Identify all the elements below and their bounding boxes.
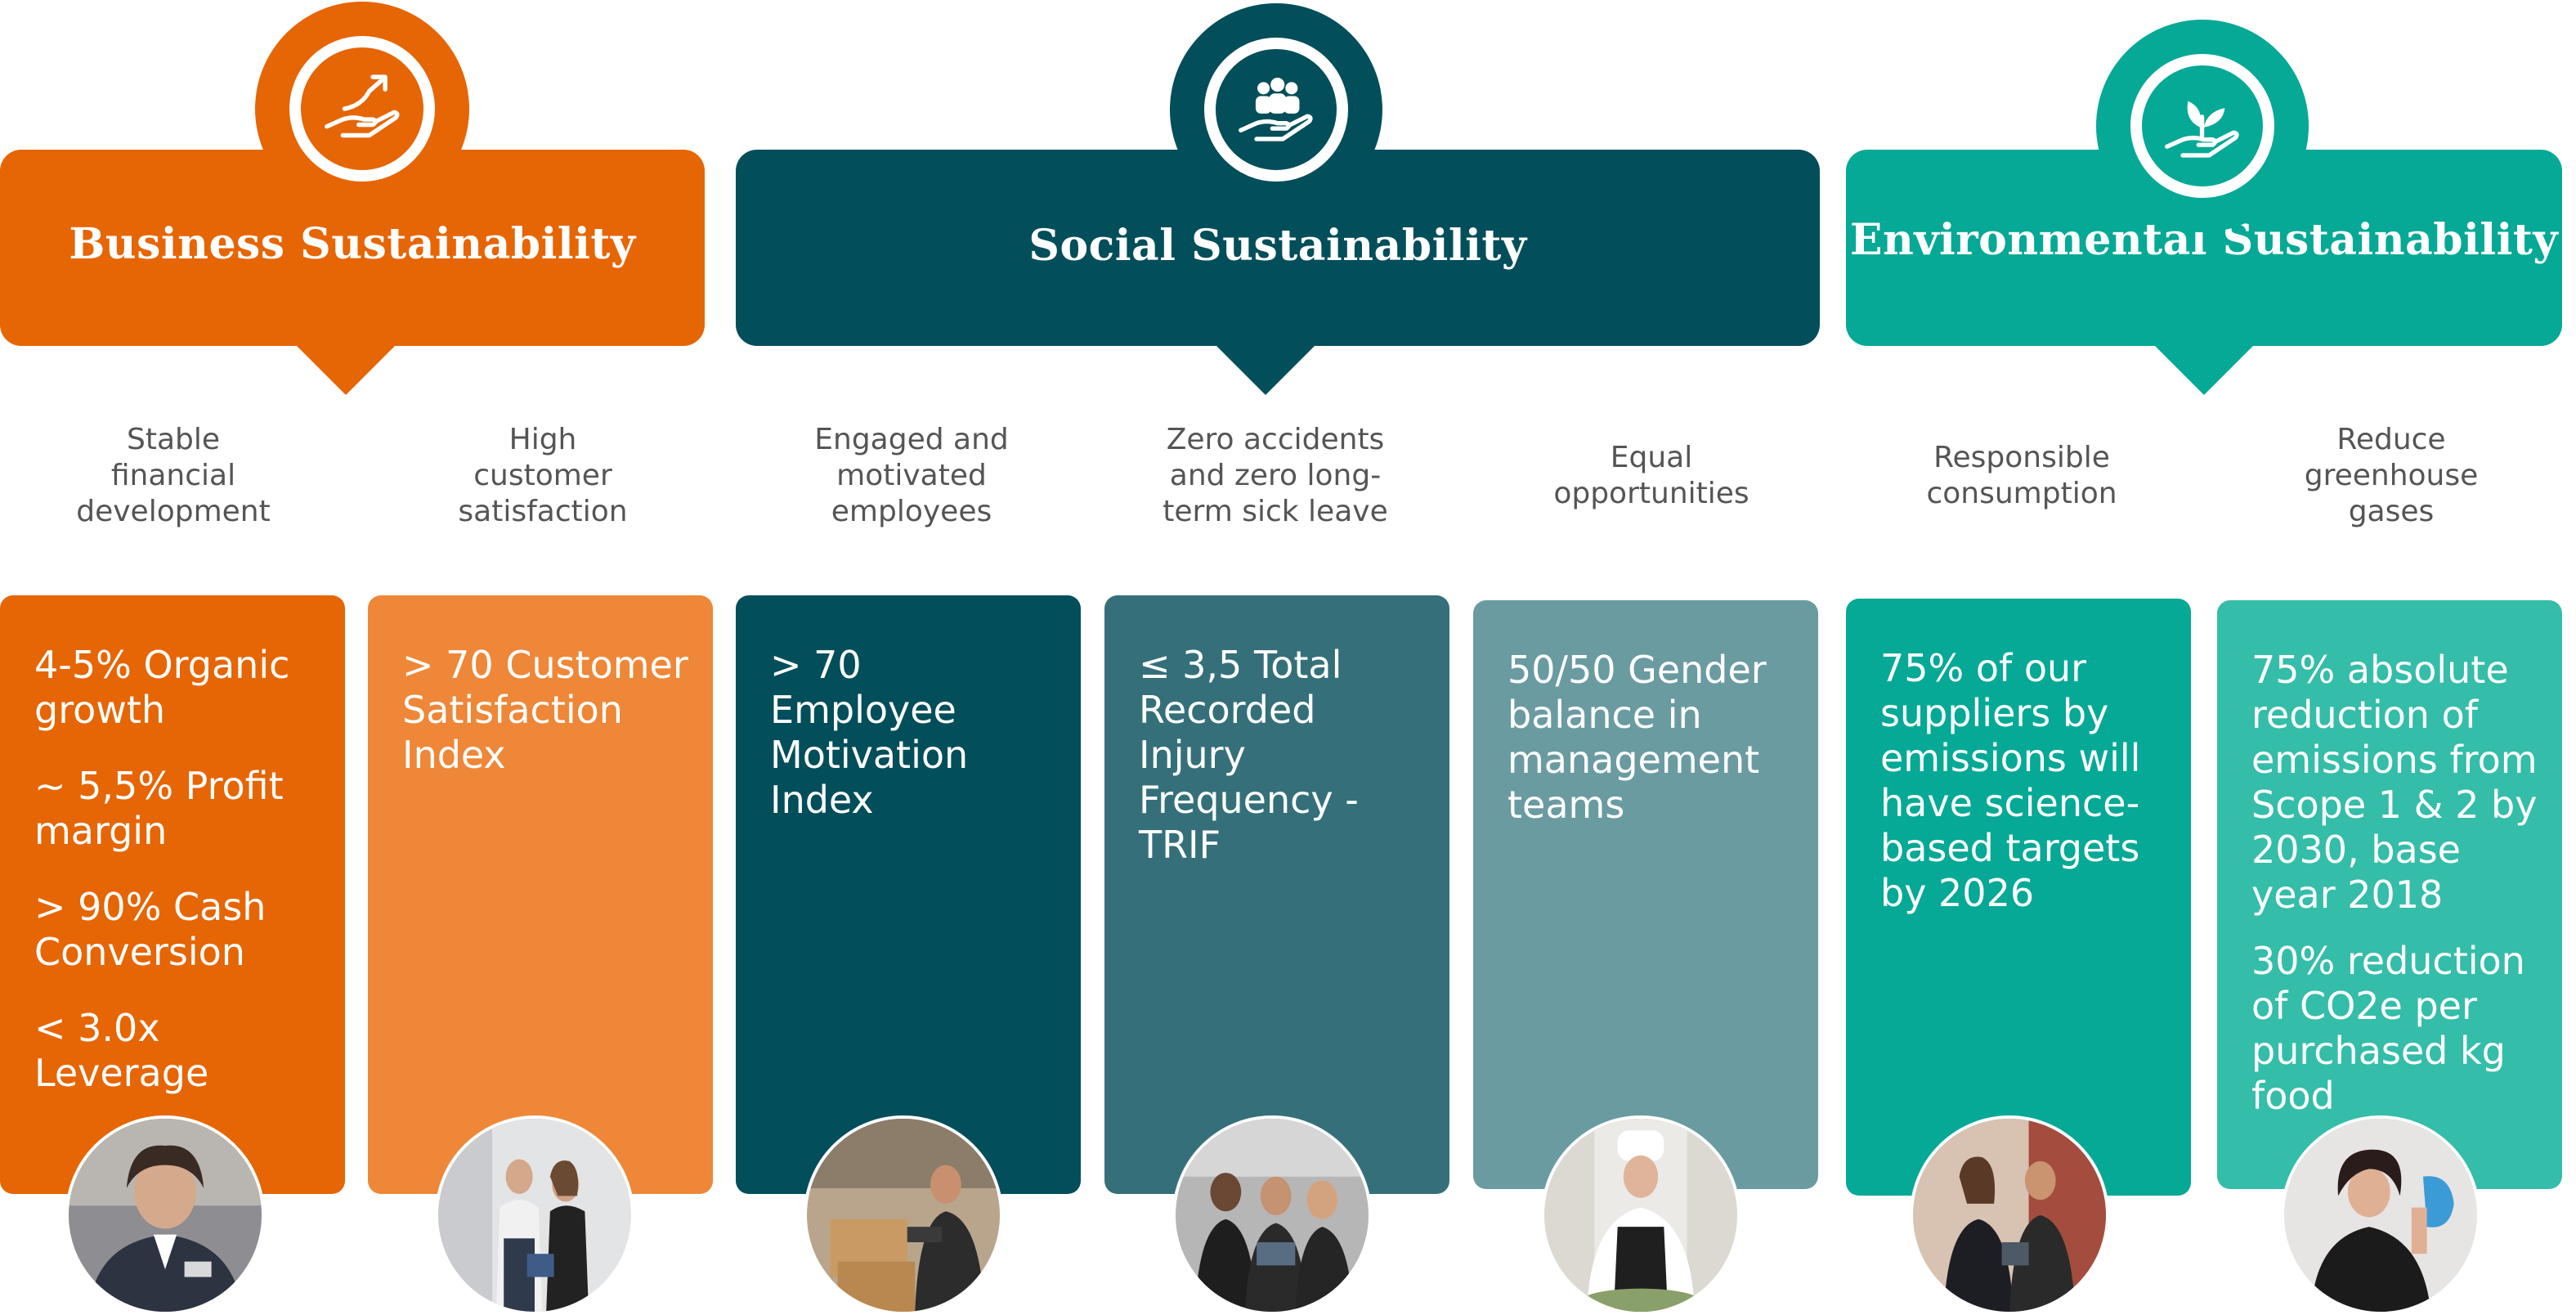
goal-label: High customer satisfaction xyxy=(458,423,628,528)
pillar-icon-environmental xyxy=(2096,20,2309,232)
photo-team-with-tablet xyxy=(1172,1115,1372,1315)
target-text: 50/50 Gender balance in management teams xyxy=(1508,648,1767,827)
photo-warehouse-workers xyxy=(804,1115,1003,1315)
target-text: 30% reduction of CO2e per purchased kg f… xyxy=(2251,939,2525,1118)
goal-label: Zero accidents and zero long- term sick … xyxy=(1163,423,1388,528)
rising-arrow-hand-icon xyxy=(325,74,400,138)
photo-chef xyxy=(1541,1115,1740,1315)
plant-hand-icon xyxy=(2165,101,2240,159)
target-box-customer: > 70 Customer Satisfaction Index xyxy=(368,595,713,1194)
target-box-employees: > 70 Employee Motivation Index xyxy=(736,595,1081,1194)
target-text: > 90% Cash Conversion xyxy=(34,885,267,974)
goal-label: Reduce greenhouse gases xyxy=(2304,423,2479,528)
target-text: 4-5% Organic growth xyxy=(34,643,290,732)
target-box-consumption: 75% of our suppliers by emissions will h… xyxy=(1846,599,2191,1196)
banner-pointer xyxy=(295,344,396,395)
pillar-banner-social: Social Sustainability xyxy=(736,150,1820,346)
target-box-emissions: 75% absolute reduction of emissions from… xyxy=(2217,600,2562,1189)
target-text: ~ 5,5% Profit margin xyxy=(34,764,284,853)
people-hand-icon xyxy=(1239,78,1314,142)
pillar-icon-business xyxy=(255,2,469,216)
photo-cleaning-worker xyxy=(2281,1115,2480,1315)
goal-label: Responsible consumption xyxy=(1926,441,2117,510)
target-text: > 70 Employee Motivation Index xyxy=(770,643,969,822)
photo-business-professional xyxy=(65,1115,265,1315)
target-text: > 70 Customer Satisfaction Index xyxy=(402,643,688,777)
pillar-icon-social xyxy=(1170,3,1382,216)
target-text: 75% of our suppliers by emissions will h… xyxy=(1880,646,2141,915)
goal-label: Engaged and motivated employees xyxy=(814,423,1009,528)
target-text: ≤ 3,5 Total Recorded Injury Frequency - … xyxy=(1139,643,1359,867)
target-box-business: 4-5% Organic growth ~ 5,5% Profit margin… xyxy=(0,595,345,1194)
pillar-title: Social Sustainability xyxy=(1028,220,1527,271)
banner-pointer xyxy=(1215,344,1316,395)
target-box-safety: ≤ 3,5 Total Recorded Injury Frequency - … xyxy=(1104,595,1449,1194)
photo-two-colleagues xyxy=(1910,1115,2109,1315)
target-text: < 3.0x Leverage xyxy=(34,1006,209,1095)
pillar-title: Business Sustainability xyxy=(69,218,636,269)
banner-pointer xyxy=(2153,344,2255,395)
goal-label: Stable financial development xyxy=(76,423,271,528)
goal-label: Equal opportunities xyxy=(1553,441,1749,510)
target-box-equality: 50/50 Gender balance in management teams xyxy=(1473,600,1818,1189)
photo-customer-meeting xyxy=(435,1115,634,1315)
target-text: 75% absolute reduction of emissions from… xyxy=(2251,648,2538,917)
